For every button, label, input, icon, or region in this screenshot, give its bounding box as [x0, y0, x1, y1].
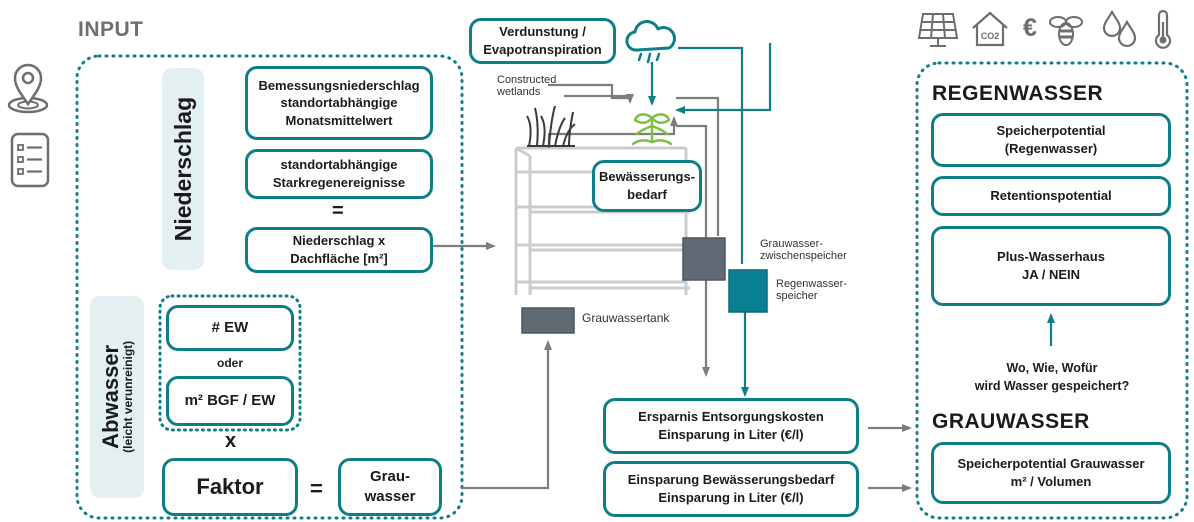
- grauwasser-result-box: Grau- wasser: [338, 458, 442, 516]
- abwasser-tab: Abwasser (leicht verunreinigt): [90, 296, 144, 498]
- verdunstung-box: Verdunstung / Evapotranspiration: [469, 18, 616, 64]
- constructed-wetlands-label: Constructed wetlands: [497, 74, 557, 98]
- bemessungsniederschlag-box: Bemessungsniederschlag standortabhängige…: [245, 66, 433, 140]
- ew-box: # EW: [166, 305, 294, 351]
- grauwasser-title: GRAUWASSER: [932, 410, 1090, 433]
- speicherpotential-regenwasser-box: Speicherpotential (Regenwasser): [931, 113, 1171, 167]
- regenwasser-speicher-tank: [728, 269, 768, 313]
- thermometer-icon: [1154, 10, 1172, 49]
- retentionspotential-box: Retentionspotential: [931, 176, 1171, 216]
- times-sign: x: [225, 430, 237, 452]
- abwasser-equals-sign: =: [310, 476, 323, 501]
- checklist-icon: [10, 132, 50, 188]
- input-title: INPUT: [78, 18, 144, 41]
- regenwasser-title: REGENWASSER: [932, 82, 1104, 105]
- grauwasser-zwischenspeicher-label: Grauwasser- zwischenspeicher: [760, 238, 847, 262]
- niederschlag-equals-sign: =: [332, 200, 344, 222]
- bee-icon: [1049, 16, 1083, 46]
- abwasser-tab-label: Abwasser: [98, 345, 124, 449]
- plant-icon: [631, 113, 673, 146]
- co2-text: CO2: [981, 31, 1000, 41]
- regenwasser-speicher-label: Regenwasser- speicher: [776, 278, 847, 302]
- abwasser-tab-text: Abwasser (leicht verunreinigt): [98, 340, 136, 454]
- house-co2-icon: CO2: [972, 11, 1008, 47]
- input-frame: [75, 54, 464, 520]
- einsparung-bewaesserung-box: Einsparung Bewässerungsbedarf Einsparung…: [603, 461, 859, 517]
- grauwassertank-label: Grauwassertank: [582, 311, 670, 325]
- wetland-grass-icon: [526, 105, 576, 147]
- speicher-question-text: Wo, Wie, Wofür wird Wasser gespeichert?: [974, 361, 1130, 393]
- bgf-box: m² BGF / EW: [166, 376, 294, 426]
- oder-label: oder: [217, 356, 244, 370]
- grauwassertank-tank: [521, 307, 575, 334]
- niederschlag-tab: Niederschlag: [162, 68, 204, 270]
- ersparnis-entsorgungskosten-box: Ersparnis Entsorgungskosten Einsparung i…: [603, 398, 859, 454]
- output-frame: [915, 61, 1189, 520]
- niederschlag-tab-label: Niederschlag: [169, 96, 196, 242]
- plus-wasserhaus-box: Plus-Wasserhaus JA / NEIN: [931, 226, 1171, 306]
- starkregen-box: standortabhängige Starkregenereignisse: [245, 149, 433, 199]
- euro-icon: €: [1023, 14, 1037, 42]
- abwasser-tab-sublabel: (leicht verunreinigt): [121, 340, 136, 454]
- rain-cloud-icon: [625, 20, 676, 64]
- bewaesserungsbedarf-box: Bewässerungs- bedarf: [592, 160, 702, 212]
- water-drops-icon: [1102, 10, 1137, 48]
- location-pin-icon: [7, 63, 49, 114]
- faktor-box: Faktor: [162, 458, 298, 516]
- niederschlag-dachflaeche-box: Niederschlag x Dachfläche [m²]: [245, 227, 433, 273]
- speicherpotential-grauwasser-box: Speicherpotential Grauwasser m² / Volume…: [931, 442, 1171, 504]
- solar-panel-icon: [917, 13, 959, 47]
- grauwasser-zwischenspeicher-tank: [682, 237, 726, 281]
